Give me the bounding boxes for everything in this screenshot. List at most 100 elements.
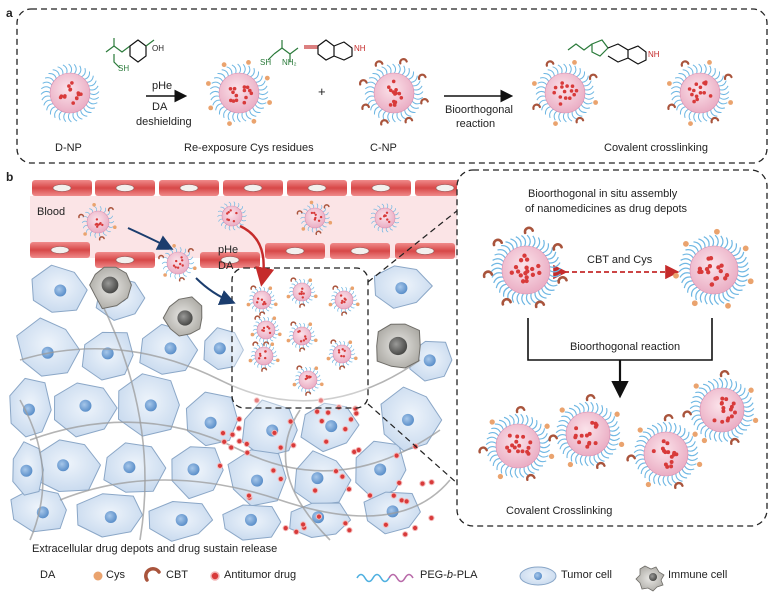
- da-label-b: DA: [218, 260, 234, 272]
- c-np-particle: [359, 58, 429, 126]
- endothelial-cell: [265, 243, 325, 259]
- tumor-cell: [12, 441, 44, 496]
- endothelial-cell: [95, 252, 155, 268]
- blood-label: Blood: [37, 206, 66, 218]
- da-label-a: DA: [152, 101, 168, 113]
- bioorthogonal-label-a: Bioorthogonal: [445, 104, 513, 116]
- deshielding-label: deshielding: [136, 116, 192, 128]
- depot-np: [250, 315, 282, 346]
- released-drugs: [216, 397, 435, 538]
- endothelial-cell: [330, 243, 390, 259]
- tumor-cell: [76, 493, 143, 538]
- legend-cys-label: Cys: [106, 569, 125, 581]
- tumor-cell: [10, 487, 67, 533]
- depot-np: [248, 341, 280, 372]
- chem-structure-cbt: [304, 39, 353, 61]
- depot-np: [326, 339, 358, 370]
- plus-sign: +: [318, 84, 326, 99]
- tumor-cell: [148, 501, 214, 542]
- bioorthogonal-reaction-label: Bioorthogonal reaction: [568, 341, 683, 353]
- d-np-label: D-NP: [55, 142, 82, 154]
- panel-a-frame: [16, 8, 768, 164]
- legend-peg-icon: [356, 573, 390, 583]
- extracellular-caption: Extracellular drug depots and drug susta…: [32, 543, 278, 555]
- inset-cys-np: [673, 228, 754, 309]
- depot-np: [246, 285, 278, 316]
- legend-drug-icon: [210, 571, 220, 581]
- inset-cbt-np: [482, 226, 568, 309]
- covalent-crosslinking-b: Covalent Crosslinking: [506, 505, 613, 517]
- legend-da-label: DA: [40, 569, 56, 581]
- immune-cell: [162, 296, 203, 337]
- endothelial-cell: [223, 180, 283, 196]
- phe-label-b: pHe: [218, 244, 239, 256]
- tumor-cell: [81, 331, 134, 381]
- legend-pla-icon: [388, 573, 414, 583]
- extravasation-arrow-1: [127, 227, 174, 250]
- covalent-crosslinking-a: Covalent crosslinking: [604, 142, 708, 154]
- legend-immune-nucleus: [649, 573, 657, 581]
- endothelial-cell: [200, 252, 260, 268]
- endothelial-cell: [159, 180, 219, 196]
- chem-sh-2: SH: [260, 58, 272, 67]
- tumor-cell: [222, 504, 282, 541]
- tumor-cell: [227, 449, 287, 507]
- inset-crosslinked-4: [682, 369, 759, 446]
- endothelial-cell: [95, 180, 155, 196]
- endothelial-cell: [287, 180, 347, 196]
- cys-exposed-particle: [206, 60, 272, 126]
- tumor-tissue: [9, 264, 453, 542]
- legend-peg-b-part: b: [446, 569, 454, 581]
- d-np-particle: [33, 57, 105, 127]
- chem-oh: OH: [152, 44, 164, 53]
- endothelial-cell: [30, 242, 90, 258]
- blood-np-2: [158, 244, 197, 282]
- deshielding-arrow: [239, 224, 275, 287]
- legend-cbt-icon: [144, 567, 161, 582]
- inset-title-line-1: Bioorthogonal in situ assembly: [528, 188, 678, 200]
- chem-nh2: NH₂: [282, 58, 297, 67]
- panel-a-label: a: [6, 6, 13, 20]
- inset-crosslinked-3: [626, 413, 703, 490]
- extravasation-arrow-2: [195, 277, 236, 305]
- phe-label-a: pHe: [152, 80, 173, 92]
- tumor-cell: [33, 439, 101, 492]
- tumor-cell: [171, 446, 224, 500]
- endothelial-cell: [32, 180, 92, 196]
- cbt-cys-label: CBT and Cys: [587, 254, 653, 266]
- panel-b-label: b: [6, 170, 14, 184]
- legend-pla-part: -PLA: [453, 569, 478, 581]
- legend-tumor-nucleus: [534, 572, 542, 580]
- depot-np: [328, 285, 360, 316]
- endothelial-cell: [351, 180, 411, 196]
- chem-structure-cys: [267, 40, 299, 62]
- tumor-cell: [241, 399, 298, 458]
- blood-np-4: [366, 199, 403, 236]
- blood-np-1: [78, 203, 117, 241]
- blood-np-3: [296, 200, 333, 236]
- tumor-cell: [300, 402, 360, 453]
- depot-np: [292, 365, 324, 396]
- depot-np: [286, 277, 318, 308]
- tumor-cell: [139, 323, 199, 375]
- legend-immune-label: Immune cell: [668, 569, 728, 581]
- tumor-cell: [380, 386, 443, 452]
- tumor-cell: [54, 382, 118, 438]
- c-np-label: C-NP: [370, 142, 397, 154]
- inset-title-line-2: of nanomedicines as drug depots: [525, 203, 688, 215]
- legend-cys-icon: [93, 571, 103, 581]
- chem-structure-product: [567, 39, 647, 65]
- tumor-cell: [373, 265, 433, 309]
- chem-nh: NH: [354, 44, 366, 53]
- immune-cell: [376, 323, 421, 369]
- endothelial-cell: [395, 243, 455, 259]
- chem-sh-1: SH: [118, 64, 130, 73]
- tumor-cell: [355, 440, 407, 500]
- zoom-line-bottom: [367, 403, 459, 485]
- legend-peg-part: PEG-: [420, 569, 447, 581]
- chem-structure-cys-da: [105, 38, 155, 69]
- inset-crosslinked-2: [548, 393, 625, 470]
- chem-nh-product: NH: [648, 50, 660, 59]
- re-exposure-label: Re-exposure Cys residues: [184, 142, 314, 154]
